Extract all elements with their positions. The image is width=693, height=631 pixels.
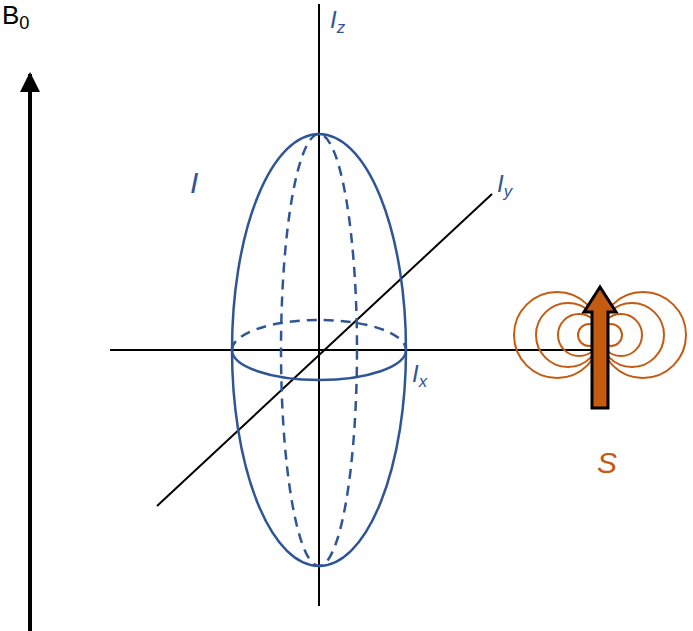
meridian-dashed — [281, 134, 357, 566]
field-label: B0 — [2, 2, 29, 33]
equator-back — [232, 320, 406, 350]
spin-arrow — [584, 287, 616, 408]
axis-label: Ix — [412, 362, 427, 391]
axis-label: Iy — [497, 172, 512, 201]
axis-label: Iz — [330, 8, 345, 37]
equator-front — [232, 350, 406, 380]
y-axis — [157, 194, 492, 506]
x-axis — [110, 349, 600, 351]
spin-label: S — [597, 448, 617, 478]
tensor-ellipsoid — [232, 134, 406, 566]
z-axis — [318, 4, 320, 606]
tensor-label: I — [190, 168, 198, 198]
field-arrow — [28, 74, 32, 631]
